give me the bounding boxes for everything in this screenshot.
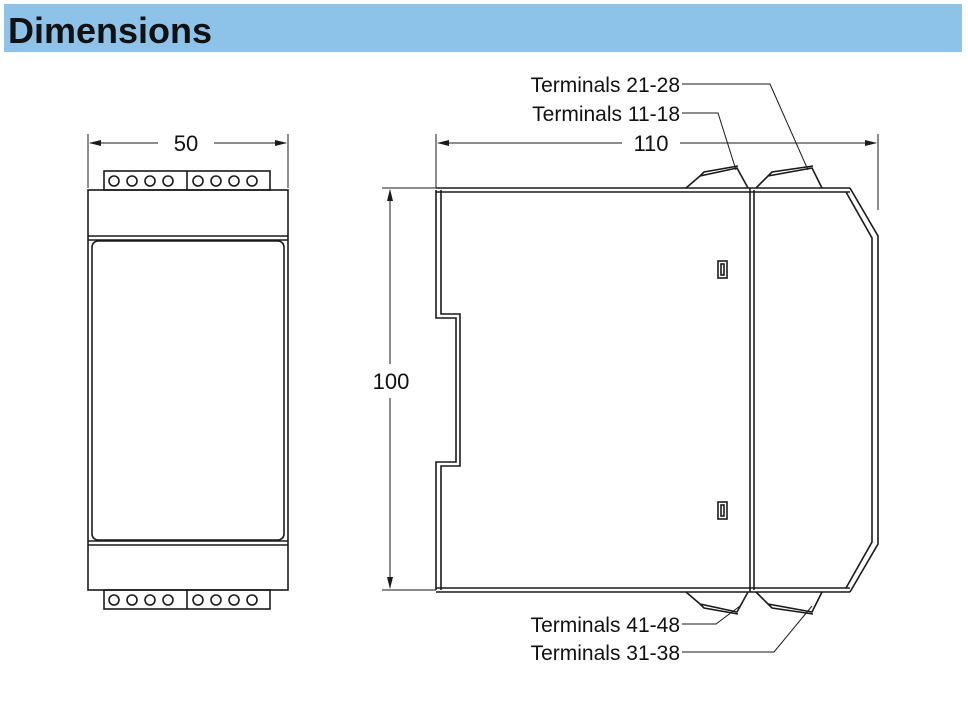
bottom-terminal-profiles [685,591,823,615]
front-view: 50 [87,131,289,610]
terminal-label-top-front: Terminals 11-18 [532,103,680,126]
section-header: Dimensions [4,4,962,52]
side-view: 110 100 [373,83,879,653]
front-housing [87,189,289,591]
terminal-label-bottom-front: Terminals 41-48 [531,614,680,637]
height-label: 100 [373,369,410,394]
top-terminal-profiles [685,165,823,189]
terminal-label-top-rear: Terminals 21-28 [531,74,680,97]
top-terminal-block [103,170,271,191]
width-dimension-line [87,134,289,188]
terminal-leader-lines [682,83,813,653]
bottom-terminal-block [103,589,271,610]
depth-dimension-line [435,134,879,210]
width-label: 50 [174,131,198,156]
side-housing [435,187,879,593]
terminal-label-bottom-rear: Terminals 31-38 [531,642,680,665]
height-dimension-line [382,187,436,591]
depth-label: 110 [633,131,668,156]
page-title: Dimensions [8,10,213,51]
